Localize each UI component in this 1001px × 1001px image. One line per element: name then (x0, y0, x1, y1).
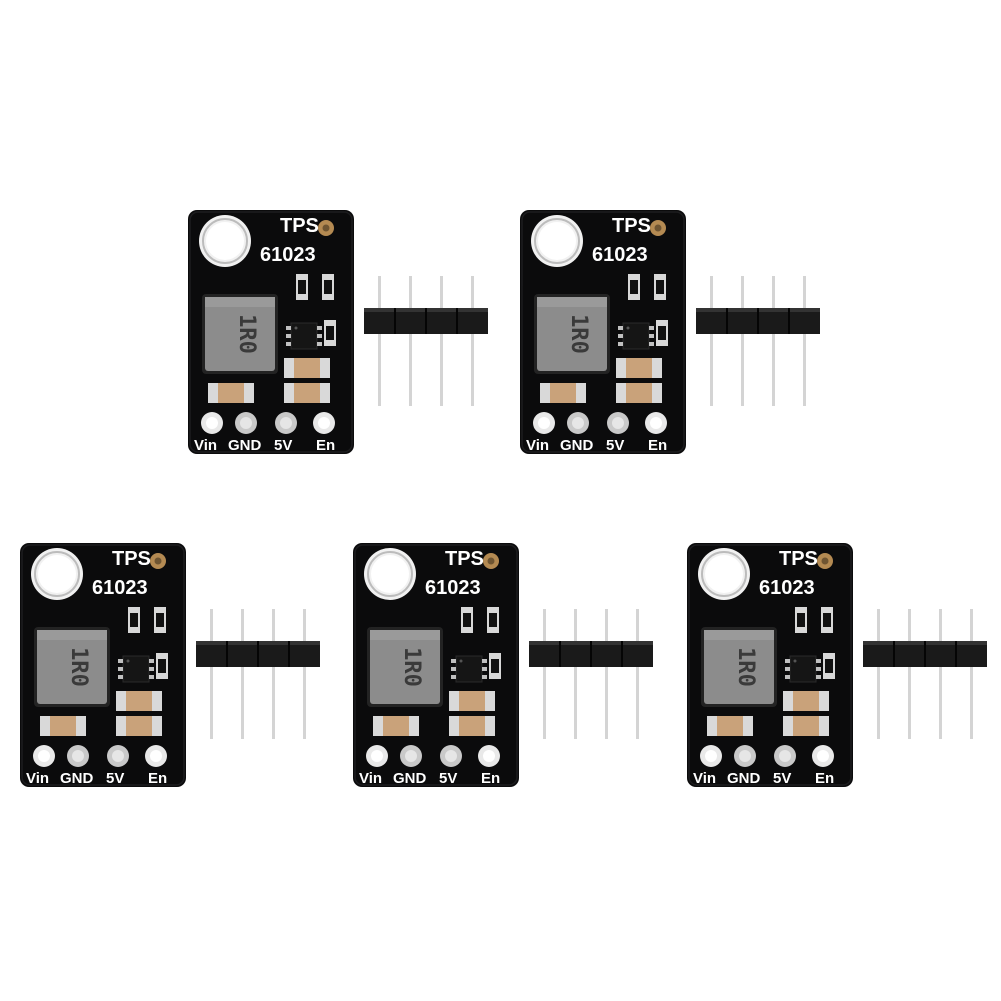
smd-resistors (628, 274, 668, 346)
pin-label-gnd: GND (393, 770, 427, 787)
pin-label-en: En (316, 437, 335, 454)
pin-header (863, 609, 987, 739)
ic-chip (451, 655, 487, 683)
chip-name-line2: 61023 (425, 577, 481, 599)
inductor: 1R0 (701, 627, 777, 707)
smd-capacitors (540, 358, 662, 403)
tps61023-module-1: TPS 61023 1R0 (188, 210, 488, 460)
ic-chip (785, 655, 821, 683)
mounting-hole (31, 548, 83, 600)
pin-label-en: En (648, 437, 667, 454)
chip-name-line1: TPS (779, 548, 818, 570)
inductor-marking: 1R0 (566, 314, 591, 354)
pin-label-en: En (148, 770, 167, 787)
inductor-marking: 1R0 (66, 647, 91, 687)
chip-name-line2: 61023 (92, 577, 148, 599)
pin-pads (201, 412, 335, 434)
inductor-marking: 1R0 (234, 314, 259, 354)
tps61023-module-5: TPS 61023 1R0 (687, 543, 987, 793)
chip-name-line1: TPS (445, 548, 484, 570)
smd-resistors (795, 607, 835, 679)
module-svg: TPS 61023 1R0 (520, 210, 820, 454)
pin-label-gnd: GND (560, 437, 594, 454)
smd-resistors (128, 607, 168, 679)
pin-label-en: En (815, 770, 834, 787)
tps61023-module-2: TPS 61023 1R0 (520, 210, 820, 460)
chip-name-line2: 61023 (592, 244, 648, 266)
pin-label-vin: Vin (693, 770, 716, 787)
module-svg: TPS 61023 1R0 (188, 210, 488, 454)
pin-pads (33, 745, 167, 767)
mounting-hole (364, 548, 416, 600)
inductor: 1R0 (202, 294, 278, 374)
ic-chip (286, 322, 322, 350)
pin-label-5v: 5V (106, 770, 124, 787)
pin-label-5v: 5V (439, 770, 457, 787)
pin-label-en: En (481, 770, 500, 787)
smd-capacitors (40, 691, 162, 736)
smd-resistors (461, 607, 501, 679)
smd-resistors (296, 274, 336, 346)
inductor: 1R0 (367, 627, 443, 707)
pin-pads (366, 745, 500, 767)
pin-header (696, 276, 820, 406)
module-svg: TPS 61023 1R0 (687, 543, 987, 787)
smd-capacitors (373, 691, 495, 736)
pin-pads (533, 412, 667, 434)
chip-name-line2: 61023 (260, 244, 316, 266)
chip-name-line1: TPS (112, 548, 151, 570)
mounting-hole (698, 548, 750, 600)
pin-label-5v: 5V (274, 437, 292, 454)
pin-label-gnd: GND (228, 437, 262, 454)
pin-label-vin: Vin (359, 770, 382, 787)
inductor-marking: 1R0 (733, 647, 758, 687)
pin-label-5v: 5V (606, 437, 624, 454)
mounting-hole (199, 215, 251, 267)
pin-label-vin: Vin (526, 437, 549, 454)
pin-label-gnd: GND (60, 770, 94, 787)
chip-name-line2: 61023 (759, 577, 815, 599)
pin-header (364, 276, 488, 406)
pin-header (196, 609, 320, 739)
chip-name-line1: TPS (280, 215, 319, 237)
tps61023-module-3: TPS 61023 1R0 (20, 543, 320, 793)
module-svg: TPS 61023 1R0 (20, 543, 320, 787)
chip-name-line1: TPS (612, 215, 651, 237)
ic-chip (118, 655, 154, 683)
tps61023-module-4: TPS 61023 1R0 (353, 543, 653, 793)
inductor: 1R0 (34, 627, 110, 707)
pin-label-5v: 5V (773, 770, 791, 787)
inductor-marking: 1R0 (399, 647, 424, 687)
pin-pads (700, 745, 834, 767)
pin-label-vin: Vin (26, 770, 49, 787)
pin-label-vin: Vin (194, 437, 217, 454)
smd-capacitors (208, 358, 330, 403)
pin-header (529, 609, 653, 739)
inductor: 1R0 (534, 294, 610, 374)
ic-chip (618, 322, 654, 350)
smd-capacitors (707, 691, 829, 736)
pin-label-gnd: GND (727, 770, 761, 787)
mounting-hole (531, 215, 583, 267)
module-svg: TPS 61023 1R0 (353, 543, 653, 787)
